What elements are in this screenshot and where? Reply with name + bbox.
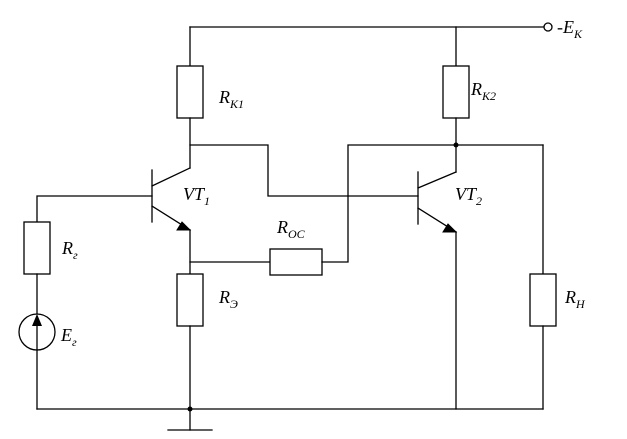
label-vt2: VT2 [455,184,482,208]
coupling-wire [189,144,419,197]
label-supply: -EК [557,17,583,41]
rk2-resistor [442,65,470,119]
ground-bus [36,406,544,431]
label-rh: RН [564,287,586,311]
vt1-transistor [151,167,192,231]
label-eg: Eг [60,325,77,349]
label-vt1: VT1 [183,184,210,208]
rg-resistor [23,221,51,275]
re-branch [176,273,204,410]
vt2-emitter-arrow [442,223,458,233]
label-rg: Rг [61,238,78,262]
label-rk1: RK1 [218,87,244,111]
rk1-branch [176,26,204,169]
label-rk2: RK2 [470,79,496,103]
roc-resistor [269,248,323,276]
vt1-emitter-arrow [176,221,192,231]
supply-terminal [543,22,553,32]
label-roc: ROC [276,217,306,241]
rh-resistor [529,273,557,327]
label-re: RЭ [218,287,238,311]
eg-arrow [32,314,42,326]
rk2-branch [442,26,470,173]
source-branch [18,195,153,410]
rk1-resistor [176,65,204,119]
rh-branch [529,144,557,410]
feedback-path [189,144,544,276]
vt2-transistor [417,171,458,233]
re-resistor [176,273,204,327]
supply-rail [189,22,553,32]
